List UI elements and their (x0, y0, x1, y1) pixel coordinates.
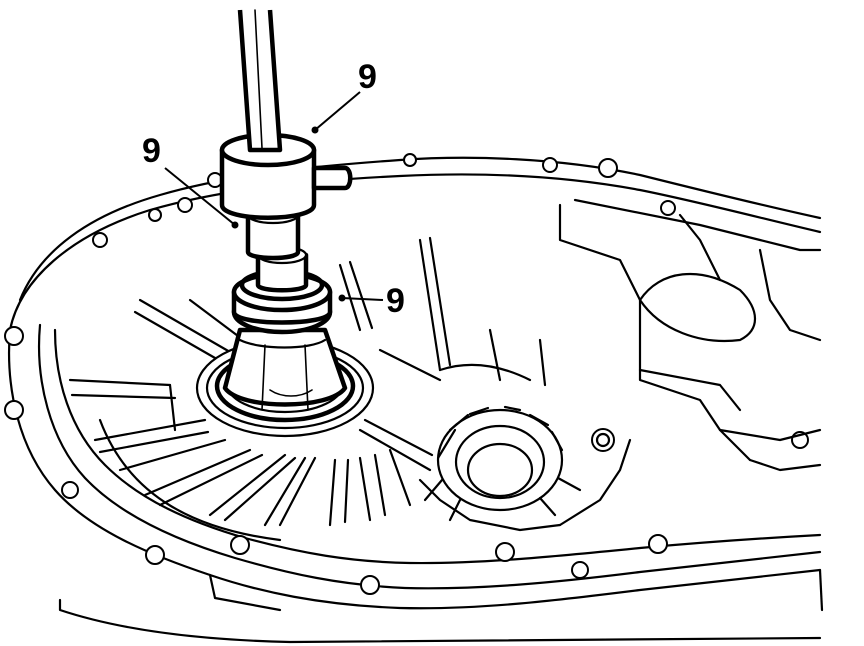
callout-label: 9 (142, 132, 161, 170)
bearing-web-ribs (68, 260, 442, 542)
callout-seal-installer: 9 (338, 282, 405, 320)
flange-bolt-holes (4, 153, 809, 595)
differential-housing (418, 198, 822, 532)
callout-tool-body: 9 (142, 132, 239, 229)
seal-installer-tool (219, 9, 353, 411)
callout-label: 9 (386, 282, 405, 320)
differential-bore (423, 405, 615, 522)
callout-tool-handle: 9 (311, 58, 377, 134)
callout-label: 9 (358, 58, 377, 96)
case-outer-flange (7, 156, 824, 644)
